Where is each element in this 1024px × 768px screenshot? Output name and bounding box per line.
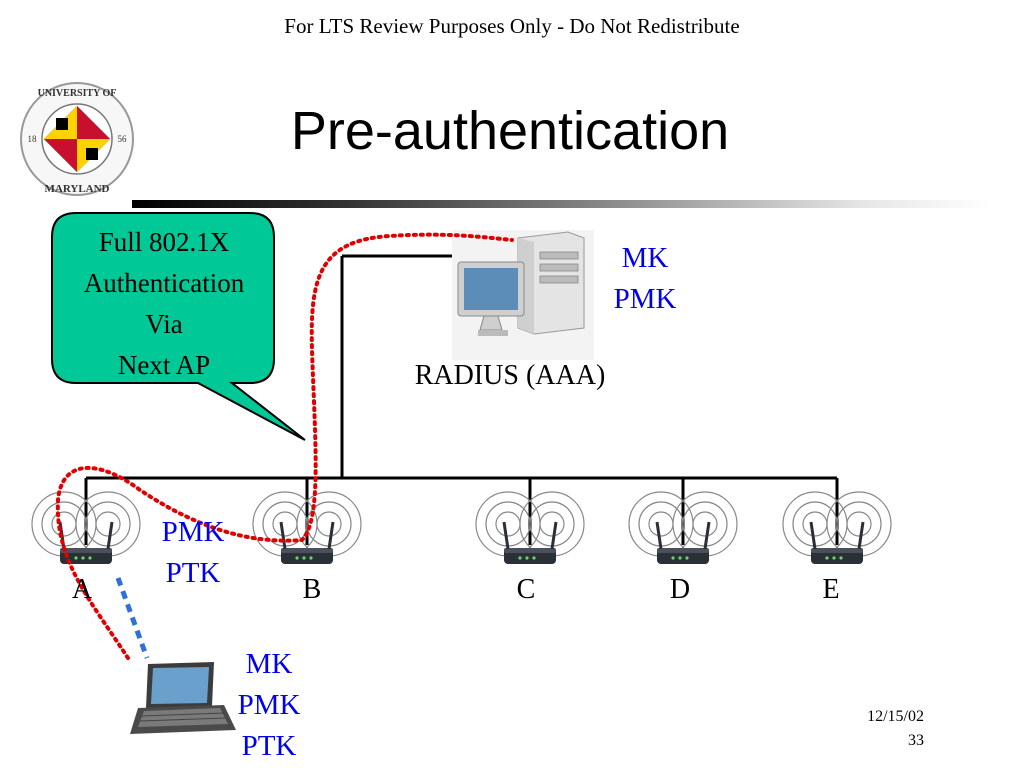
access-point-b-label: B	[302, 574, 322, 605]
access-point-d-label: D	[669, 574, 691, 605]
laptop-client-icon	[130, 662, 236, 734]
callout-text: Full 802.1X Authentication Via Next AP	[52, 222, 276, 386]
client-keys: MK PMK PTK	[224, 644, 314, 767]
pre-auth-path	[55, 232, 514, 660]
slide-page-number: 33	[908, 732, 924, 749]
client-key-mk: MK	[245, 648, 293, 680]
slide-date: 12/15/02	[867, 708, 924, 725]
callout-line-3: Via	[145, 309, 183, 339]
title-divider	[132, 200, 992, 208]
review-notice: For LTS Review Purposes Only - Do Not Re…	[284, 14, 740, 38]
client-key-pmk: PMK	[237, 689, 301, 721]
ap-key-pmk: PMK	[161, 516, 225, 548]
slide-title: Pre-authentication	[290, 101, 730, 161]
server-keys: MK PMK	[600, 238, 690, 320]
svg-text:18: 18	[28, 134, 38, 144]
ap-keys: PMK PTK	[148, 512, 238, 594]
client-key-ptk: PTK	[241, 730, 297, 762]
access-point-e-label: E	[822, 574, 840, 605]
association-link	[115, 577, 150, 659]
svg-text:56: 56	[118, 134, 128, 144]
access-point-c-label: C	[516, 574, 536, 605]
callout-line-1: Full 802.1X	[98, 227, 230, 257]
access-point-a-label: A	[71, 574, 93, 605]
radius-server-icon	[452, 230, 594, 360]
radius-server-label: RADIUS (AAA)	[414, 360, 606, 391]
ap-key-ptk: PTK	[165, 557, 221, 589]
callout-line-2: Authentication	[83, 268, 245, 298]
server-key-pmk: PMK	[613, 283, 677, 315]
university-logo: UNIVERSITY OF MARYLAND 18 56	[20, 82, 134, 196]
callout-line-4: Next AP	[117, 350, 211, 380]
server-key-mk: MK	[621, 242, 669, 274]
svg-text:MARYLAND: MARYLAND	[45, 183, 110, 195]
svg-text:UNIVERSITY OF: UNIVERSITY OF	[38, 88, 117, 99]
callout-bubble	[51, 212, 306, 441]
